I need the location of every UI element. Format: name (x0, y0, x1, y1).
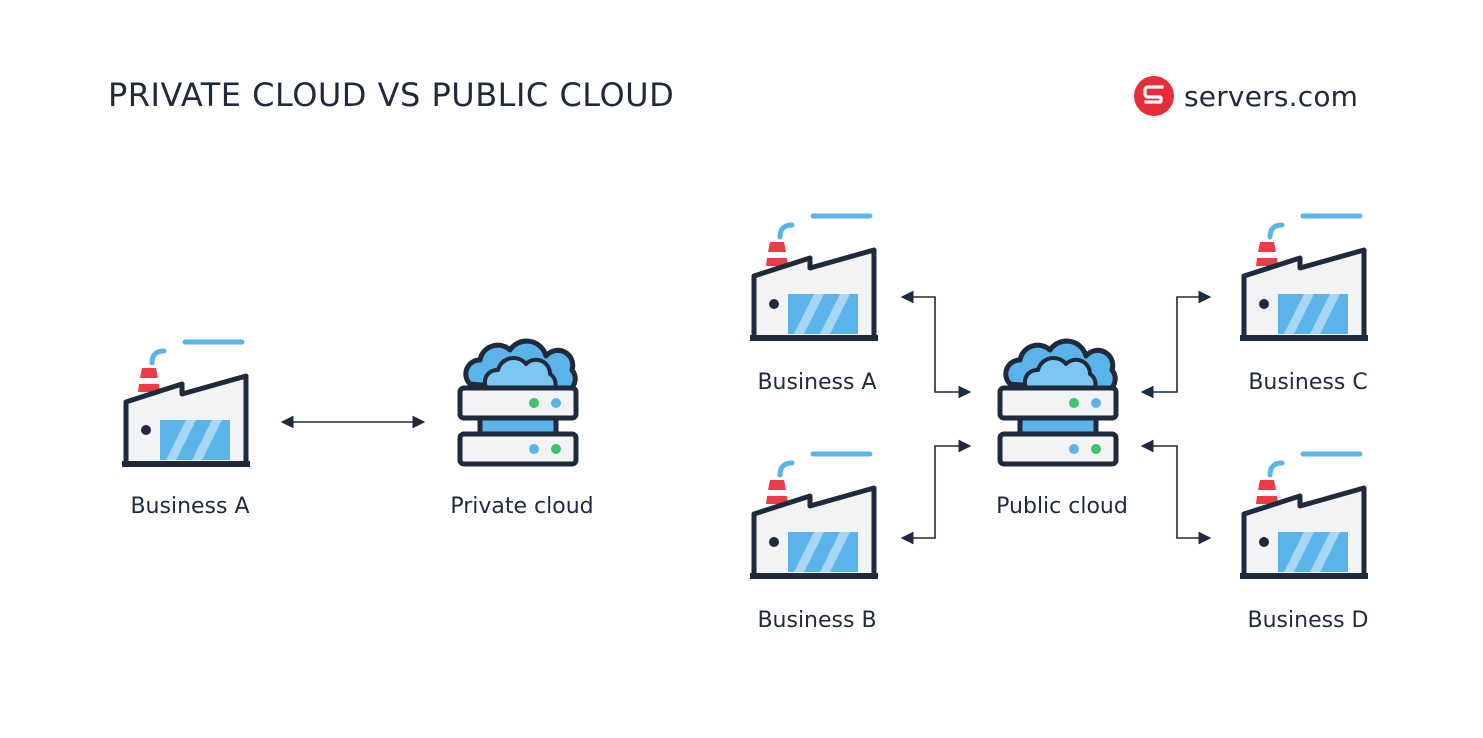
connection-arrow (1140, 290, 1212, 399)
connection-arrow (1140, 439, 1212, 545)
connection-arrow (900, 439, 972, 545)
business-label: Business A (757, 370, 877, 395)
connection-arrow (900, 290, 972, 399)
factory-icon (1240, 454, 1368, 576)
factory-icon (1240, 216, 1368, 338)
cloud-server-icon (460, 341, 576, 464)
brand-name: servers.com (1184, 79, 1359, 113)
factory-icon (750, 216, 878, 338)
servers-logo-icon (1134, 76, 1174, 116)
business-label: Business C (1248, 370, 1368, 395)
business-label: Business A (130, 494, 250, 519)
factory-icon (122, 342, 250, 464)
business-label: Business B (757, 608, 877, 633)
cloud-label: Public cloud (996, 494, 1128, 519)
page-title: PRIVATE CLOUD VS PUBLIC CLOUD (108, 76, 675, 114)
cloud-label: Private cloud (450, 494, 594, 519)
brand-logo[interactable]: servers.com (1134, 76, 1358, 116)
cloud-server-icon (1000, 341, 1116, 464)
factory-icon (750, 454, 878, 576)
business-label: Business D (1247, 608, 1369, 633)
